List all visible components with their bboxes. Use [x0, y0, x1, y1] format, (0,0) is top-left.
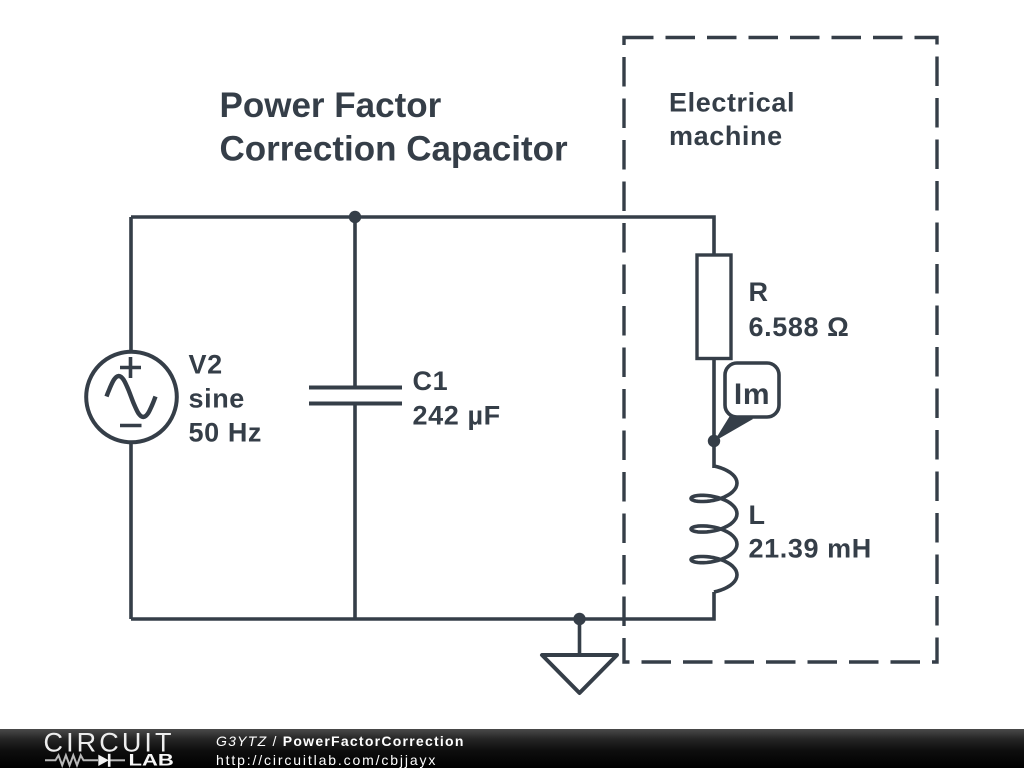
svg-text:R: R	[749, 277, 769, 307]
svg-text:Electrical: Electrical	[669, 88, 795, 118]
svg-text:242 µF: 242 µF	[413, 401, 501, 431]
svg-text:Power Factor: Power Factor	[220, 86, 442, 125]
svg-text:Im: Im	[734, 378, 770, 411]
svg-text:C1: C1	[413, 366, 449, 396]
svg-text:sine: sine	[189, 384, 245, 414]
svg-text:LAB: LAB	[129, 751, 174, 768]
svg-text:machine: machine	[669, 121, 783, 151]
svg-text:50 Hz: 50 Hz	[189, 418, 263, 448]
svg-text:L: L	[749, 500, 766, 530]
svg-text:21.39 mH: 21.39 mH	[749, 534, 872, 564]
svg-text:Correction Capacitor: Correction Capacitor	[220, 130, 568, 169]
svg-text:V2: V2	[189, 350, 223, 380]
svg-text:CIRCUIT: CIRCUIT	[44, 729, 174, 758]
svg-text:6.588 Ω: 6.588 Ω	[749, 312, 850, 342]
